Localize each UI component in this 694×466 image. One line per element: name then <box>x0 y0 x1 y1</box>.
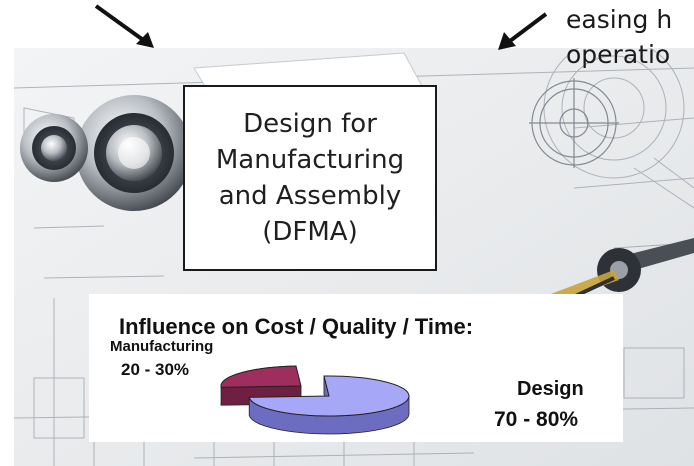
caption-line-2: operatio <box>566 40 671 69</box>
design-label: Design <box>517 378 584 400</box>
arrow-down-left-icon <box>498 12 548 50</box>
title-line-3: and Assembly <box>218 181 402 211</box>
manufacturing-label: Manufacturing <box>110 338 214 355</box>
pie-chart <box>220 365 410 435</box>
design-value-label: 70 - 80% <box>494 408 579 431</box>
title-line-4: (DFMA) <box>262 217 358 247</box>
pie-slice-manufacturing <box>220 365 302 388</box>
bearing-large <box>76 95 192 211</box>
title-line-1: Design for <box>243 109 377 139</box>
arrow-down-right-icon <box>94 4 154 48</box>
pie-slice-design <box>248 375 410 417</box>
pie-chart-panel: Influence on Cost / Quality / Time: Manu… <box>89 294 623 442</box>
title-box: Design for Manufacturing and Assembly (D… <box>183 85 437 271</box>
title-line-2: Manufacturing <box>215 145 405 175</box>
bearing-small <box>20 114 88 182</box>
manufacturing-value-label: 20 - 30% <box>121 360 190 379</box>
chart-title: Influence on Cost / Quality / Time: <box>119 314 474 339</box>
caption-text: easing h operatio <box>566 2 694 72</box>
caption-line-1: easing h <box>566 5 673 34</box>
